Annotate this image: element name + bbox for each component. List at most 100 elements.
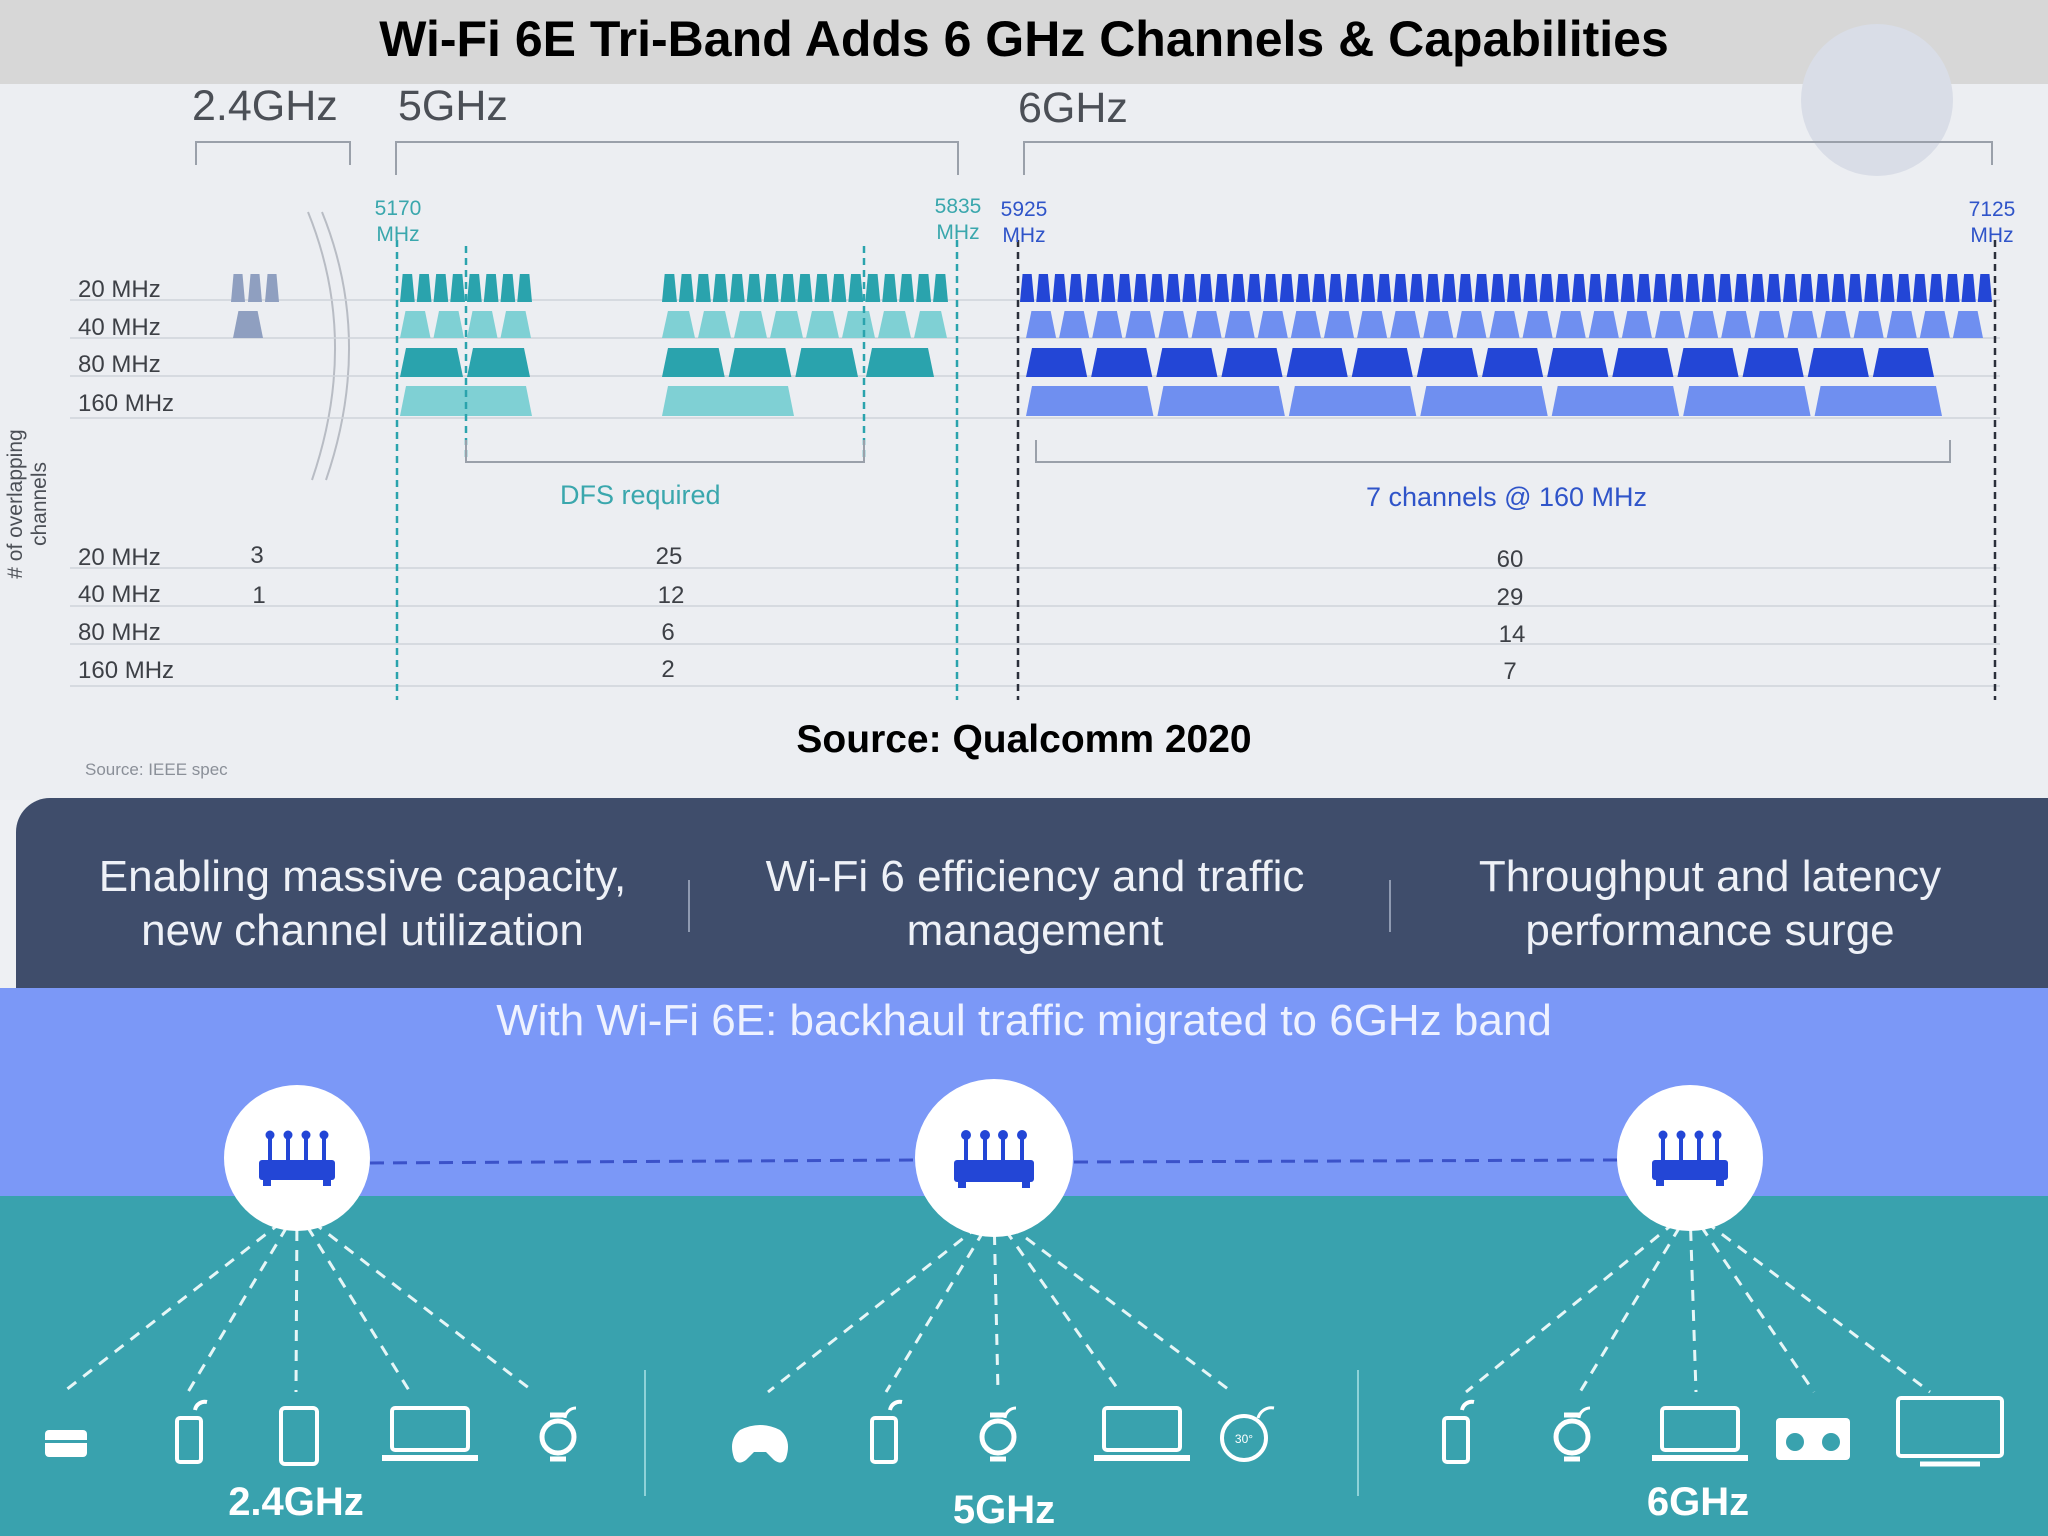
band-label-6ghz: 6GHz	[1018, 84, 1128, 132]
channel-5-20	[882, 274, 898, 302]
channel-5-20	[933, 274, 948, 302]
count-6-80: 14	[1498, 621, 1526, 648]
channel-6-20	[1133, 274, 1148, 302]
channel-6-20	[1896, 274, 1911, 302]
bottom-label-6ghz: 6GHz	[1646, 1480, 1750, 1524]
channel-6-20	[1328, 274, 1343, 302]
channel-6-40	[1588, 311, 1619, 338]
channel-5-160	[662, 386, 794, 416]
channel-6-20	[1084, 274, 1100, 302]
channel-6-40	[1522, 311, 1553, 338]
benefit-line: performance surge	[1525, 906, 1895, 955]
device-link	[767, 1212, 995, 1394]
count-2-4-20: 3	[250, 542, 264, 569]
channel-6-20	[1507, 274, 1522, 302]
width-label: 20 MHz	[78, 544, 161, 571]
channel-6-160	[1814, 386, 1942, 416]
count-6-40: 29	[1496, 584, 1524, 611]
channel-5-20	[450, 274, 465, 302]
channel-5-20	[780, 274, 796, 302]
channel-5-20	[746, 274, 762, 302]
width-label: 80 MHz	[78, 351, 161, 378]
channel-6-20	[1636, 274, 1652, 302]
width-label: 40 MHz	[78, 314, 161, 341]
benefit-throughput: Throughput and latency performance surge	[1410, 850, 2010, 958]
channel-6-40	[1952, 311, 1983, 338]
phone-icon	[870, 1399, 903, 1464]
channel-6-80	[1351, 348, 1413, 377]
count-5-40: 12	[657, 582, 685, 609]
channel-6-40	[1654, 311, 1686, 338]
channel-5-20	[899, 274, 915, 302]
freq-7125-value: 7125	[1968, 198, 2016, 221]
channel-6-20	[1977, 274, 1992, 302]
channel-6-40	[1456, 311, 1487, 338]
band-label-5ghz: 5GHz	[398, 82, 508, 130]
channel-6-40	[1919, 311, 1950, 338]
channel-6-40	[1191, 311, 1222, 338]
channel-5-20	[729, 274, 745, 302]
bracket-5ghz	[395, 141, 959, 175]
freq-5170: 5170 MHz	[368, 196, 428, 248]
spectrum-panel	[0, 84, 2048, 800]
channel-6-20	[1815, 274, 1830, 302]
channel-6-40	[1290, 311, 1321, 338]
band-label-2-4ghz: 2.4GHz	[192, 82, 338, 130]
channel-6-40	[1787, 311, 1818, 338]
channel-5-40	[467, 311, 498, 338]
channel-2-4-40	[233, 311, 263, 338]
freq-7125: 7125 MHz	[1962, 197, 2022, 249]
backhaul-caption: With Wi-Fi 6E: backhaul traffic migrated…	[496, 996, 1552, 1045]
channel-6-20	[1377, 274, 1392, 302]
channel-6-20	[1961, 274, 1976, 302]
freq-5170-unit: MHz	[376, 223, 420, 246]
device-band	[0, 1196, 2048, 1536]
channel-6-40	[1688, 311, 1719, 338]
channel-6-20	[1701, 274, 1717, 302]
channel-6-20	[1669, 274, 1684, 302]
channel-6-20	[1766, 274, 1781, 302]
channel-6-80	[1156, 348, 1218, 377]
router-node	[224, 1085, 370, 1231]
channel-6-20	[1360, 274, 1376, 302]
channel-6-160	[1551, 386, 1680, 416]
channel-5-40	[914, 311, 947, 338]
channel-6-80	[1091, 348, 1153, 377]
channel-6-20	[1425, 274, 1441, 302]
freq-5925-unit: MHz	[1002, 224, 1046, 247]
channel-6-20	[1912, 274, 1928, 302]
device-link	[993, 1212, 1233, 1394]
channel-5-20	[433, 274, 449, 302]
channel-6-80	[1026, 348, 1088, 377]
channel-6-20	[1734, 274, 1749, 302]
card-icon	[45, 1430, 87, 1457]
channel-5-80	[795, 348, 858, 377]
device-group-6ghz	[1442, 1396, 2004, 1467]
channel-2-4-20	[231, 274, 245, 302]
channel-6-20	[1231, 274, 1246, 302]
laptop-icon	[1652, 1406, 1748, 1461]
device-links	[65, 1208, 1931, 1394]
six-ghz-160-note: 7 channels @ 160 MHz	[1366, 482, 1648, 512]
channel-2-4-20	[248, 274, 262, 302]
gap-break-line	[321, 211, 351, 481]
width-label: 40 MHz	[78, 581, 161, 608]
benefits-panel	[16, 798, 2048, 998]
freq-5925: 5925 MHz	[994, 197, 1054, 249]
channel-6-40	[1059, 311, 1090, 338]
channel-6-40	[1886, 311, 1917, 338]
channel-5-40	[806, 311, 839, 338]
channel-6-20	[1458, 274, 1473, 302]
channel-6-20	[1068, 274, 1083, 302]
router-icon	[259, 1130, 335, 1186]
channel-6-20	[1020, 274, 1035, 302]
channel-5-20	[467, 274, 482, 302]
channel-6-40	[1257, 311, 1288, 338]
thermostat-icon	[1220, 1406, 1275, 1462]
benefit-divider	[1389, 880, 1391, 932]
channel-6-20	[1490, 274, 1505, 302]
benefit-line: new channel utilization	[141, 906, 584, 955]
channel-6-20	[1101, 274, 1116, 302]
channel-6-20	[1247, 274, 1262, 302]
benefit-line: Wi-Fi 6 efficiency and traffic	[765, 852, 1305, 901]
